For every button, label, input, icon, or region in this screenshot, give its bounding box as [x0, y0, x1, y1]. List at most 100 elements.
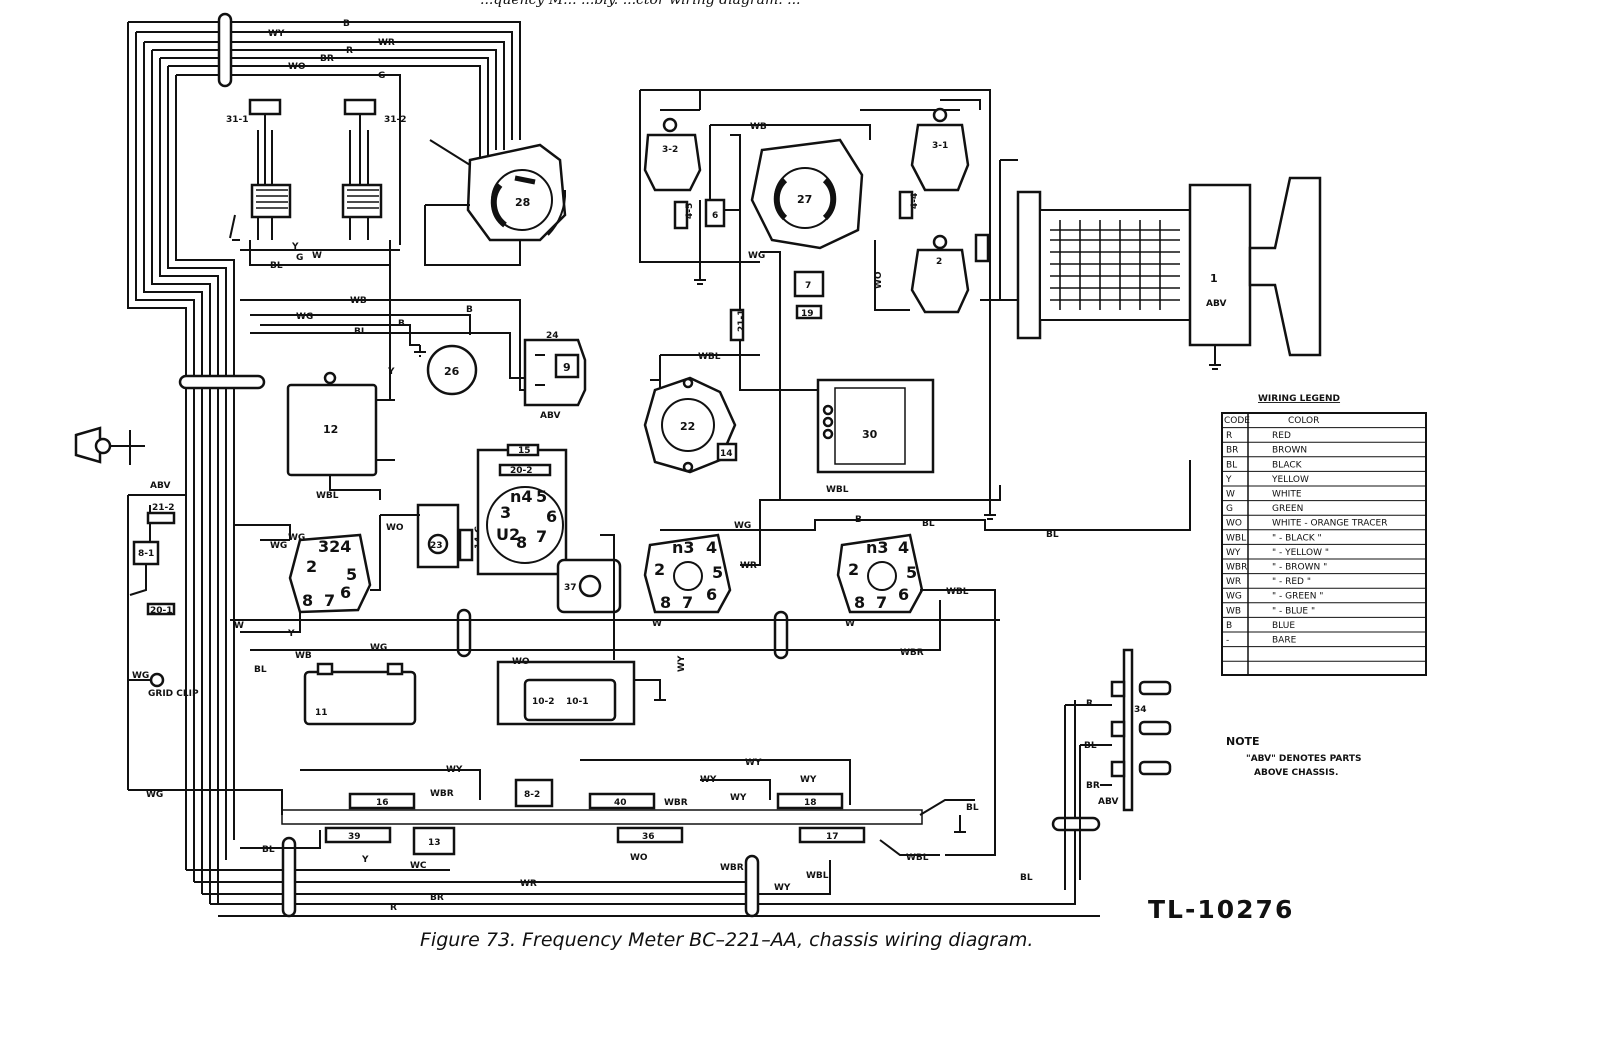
wire-label: BL: [270, 261, 283, 271]
wire-label: BL: [262, 845, 275, 855]
wire-label: WBR: [664, 798, 688, 808]
capacitor-10: 10-2 10-1 WO: [496, 657, 666, 726]
wire-label: R: [346, 46, 353, 56]
wire-label: WBR: [430, 789, 454, 799]
svg-text:7: 7: [536, 527, 547, 546]
part-label: 22: [680, 420, 695, 433]
wire-label: WO: [874, 271, 884, 289]
svg-text:5: 5: [346, 565, 357, 584]
svg-text:2: 2: [306, 557, 317, 576]
legend-code: WBR: [1226, 563, 1247, 573]
part-label: 20-2: [510, 466, 533, 476]
wire-label: Y: [387, 367, 395, 377]
socket-23: 23 14-C: [416, 503, 484, 569]
part-37: 37: [556, 558, 622, 614]
legend-color: " - BLACK ": [1272, 533, 1322, 543]
wire-label: BL: [354, 327, 367, 337]
wire-label: B: [855, 515, 862, 525]
part-label: 27: [797, 193, 812, 206]
wire-label: BL: [1046, 530, 1059, 540]
svg-text:8: 8: [302, 591, 313, 610]
part-label: 21-1: [737, 309, 747, 332]
figure-caption: Figure 73. Frequency Meter BC–221–AA, ch…: [420, 929, 1033, 951]
svg-text:2: 2: [848, 560, 859, 579]
wire-label: BL: [922, 519, 935, 529]
wire-label: BR: [430, 893, 444, 903]
svg-text:n4: n4: [510, 487, 533, 506]
wire-label: W: [234, 621, 244, 631]
part-label: 18: [804, 798, 817, 808]
legend-code: W: [1226, 490, 1235, 500]
wire-label: W: [652, 619, 662, 629]
wire-label: WBL: [806, 871, 829, 881]
part-label: 15: [518, 446, 531, 456]
legend-code: WBL: [1226, 533, 1246, 543]
part-label: 31-2: [384, 115, 407, 125]
svg-text:4: 4: [898, 538, 909, 557]
part-label: 17: [826, 832, 839, 842]
svg-text:5: 5: [712, 563, 723, 582]
legend-color: " - BLUE ": [1272, 606, 1315, 616]
svg-text:n3: n3: [866, 538, 889, 557]
legend-code: WG: [1226, 592, 1242, 602]
part-24: 9 24 ABV: [523, 331, 587, 421]
svg-text:4: 4: [706, 538, 717, 557]
part-label: 1: [1210, 272, 1218, 285]
part-label: 11: [315, 708, 328, 718]
legend-header-code: CODE: [1224, 416, 1250, 426]
part-label: 3-2: [662, 145, 678, 155]
grid-clip-label: GRID CLIP: [148, 689, 199, 699]
oscillator-section: WB WG WBL WO: [639, 89, 1001, 500]
wire-label: WY: [730, 793, 747, 803]
svg-text:5: 5: [906, 563, 917, 582]
legend-header-color: COLOR: [1288, 416, 1319, 426]
wire-label: WG: [370, 643, 387, 653]
legend-code: WB: [1226, 606, 1241, 616]
legend-color: YELLOW: [1271, 475, 1309, 485]
svg-text:6: 6: [546, 507, 557, 526]
wire-label: WG: [132, 671, 149, 681]
wire-label: WG: [146, 790, 163, 800]
wire-label: Y: [361, 855, 369, 865]
wire-label: BR: [1086, 781, 1100, 791]
wire-label: WY: [677, 655, 687, 672]
part-label: 23: [430, 541, 443, 551]
drawing-number: TL-10276: [1148, 895, 1294, 924]
wire-label: B: [466, 305, 473, 315]
wire-label: Y: [287, 629, 295, 639]
part-label: 6: [712, 211, 718, 221]
part-label: 2: [936, 257, 942, 267]
tube-socket-left: 324 2 5 6 8 7: [288, 533, 372, 614]
part-2: 2: [910, 234, 970, 314]
legend-code: BR: [1226, 446, 1238, 456]
part-label: 12: [323, 423, 338, 436]
wire-label: WB: [295, 651, 312, 661]
part-label: 20-1: [150, 606, 173, 616]
switch-27: 27: [750, 138, 864, 250]
svg-text:8: 8: [516, 533, 527, 552]
top-wire-labels: B WY WR R BR WO G: [268, 19, 395, 81]
jack-strip-34: 34 R BL BR ABV: [1064, 648, 1172, 890]
wire-label: WG: [748, 251, 765, 261]
wire-label: WO: [386, 523, 404, 533]
legend-color: " - BROWN ": [1272, 563, 1327, 573]
svg-text:8: 8: [854, 593, 865, 612]
capacitor-11: 11: [303, 662, 417, 726]
wire-label: WO: [630, 853, 648, 863]
part-label: 8-1: [138, 549, 154, 559]
svg-text:7: 7: [324, 591, 335, 610]
legend-code: -: [1226, 636, 1229, 646]
part-label: 4-5: [685, 203, 695, 219]
transformer-30: 30: [816, 378, 935, 474]
wire-label: G: [378, 71, 385, 81]
note-line-1: "ABV" DENOTES PARTS: [1246, 754, 1362, 764]
wire-label: R: [390, 903, 397, 913]
part-label: 9: [563, 361, 571, 374]
svg-text:5: 5: [536, 487, 547, 506]
legend-color: " - YELLOW ": [1272, 548, 1329, 558]
switch-28: 28: [466, 143, 567, 242]
legend-code: G: [1226, 504, 1233, 514]
top-fragment-text: ...quency M... ...bly. ...ctor wiring di…: [480, 0, 800, 8]
